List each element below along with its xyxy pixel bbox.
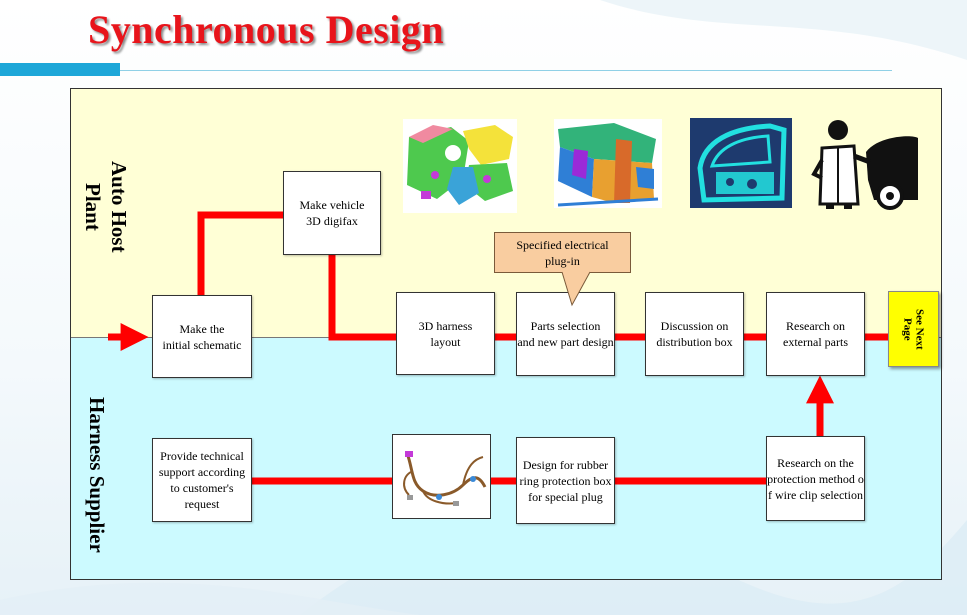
lane-label-harness-supplier: Harness Supplier	[85, 397, 109, 553]
engineer-car-icon	[808, 116, 920, 210]
box-external-parts: Research on external parts	[766, 292, 865, 376]
title-accent-bar	[0, 63, 120, 76]
cad-body-panel-icon	[403, 119, 517, 213]
cad-door-frame-icon	[690, 118, 792, 208]
see-next-page-tab[interactable]: See Next Page	[888, 291, 939, 367]
wire-harness-icon	[392, 434, 491, 519]
page-title: Synchronous Design	[88, 7, 445, 52]
box-protection-method: Research on the protection method o f wi…	[766, 436, 865, 521]
box-initial-schematic: Make the initial schematic	[152, 295, 252, 378]
box-vehicle-digifax: Make vehicle 3D digifax	[283, 171, 381, 255]
lane-label-auto-host-plant: Auto Host Plant	[81, 161, 131, 253]
box-technical-support: Provide technical support according to c…	[152, 438, 252, 522]
connector-schematic-to-digifax	[197, 211, 283, 296]
callout-electrical-plug: Specified electrical plug-in	[494, 232, 631, 273]
title-underline	[120, 70, 892, 71]
box-rubber-ring: Design for rubber ring protection box fo…	[516, 437, 615, 524]
box-parts-selection: Parts selection and new part design	[516, 292, 615, 376]
cad-frame-structure-icon	[554, 119, 662, 208]
box-distribution-box: Discussion on distribution box	[645, 292, 744, 376]
connector-digifax-to-layout	[328, 254, 396, 341]
box-harness-layout: 3D harness layout	[396, 292, 495, 375]
